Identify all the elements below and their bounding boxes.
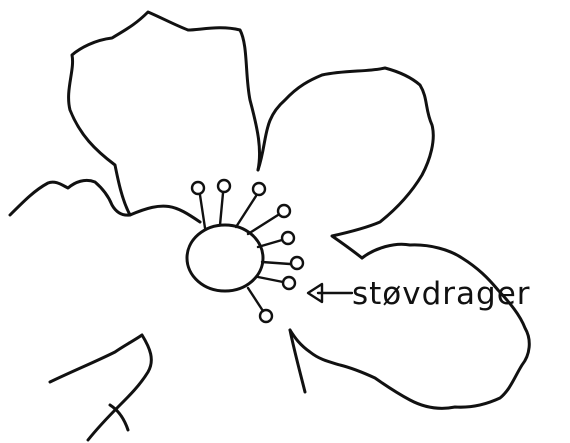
petal-left-small [10, 180, 130, 215]
stamen-anther [192, 182, 204, 194]
stamen-anther [218, 180, 230, 192]
petal-top-right [258, 68, 433, 258]
annotation-arrow [308, 284, 352, 302]
stamen-anther [282, 232, 294, 244]
stamen-filament [262, 262, 290, 264]
stamen-group [192, 180, 303, 322]
petal-left-lower [50, 335, 151, 440]
stamen-anther [291, 257, 303, 269]
annotation-label: støvdrager [352, 276, 531, 312]
stamen-filament [248, 288, 263, 311]
stamen-filament [258, 240, 282, 247]
stamen-filament [236, 196, 256, 227]
stamen-anther [278, 205, 290, 217]
stamen-anther [283, 277, 295, 289]
petal-top-left [69, 12, 260, 222]
stamen-filament [220, 193, 223, 225]
stamen-anther [260, 310, 272, 322]
stamen-filament [258, 277, 283, 282]
flower-center [187, 225, 263, 291]
petal-left-lower-tip [110, 405, 128, 430]
stamen-anther [253, 183, 265, 195]
stamen-filament [248, 215, 278, 234]
petal-bottom-right [290, 244, 529, 408]
